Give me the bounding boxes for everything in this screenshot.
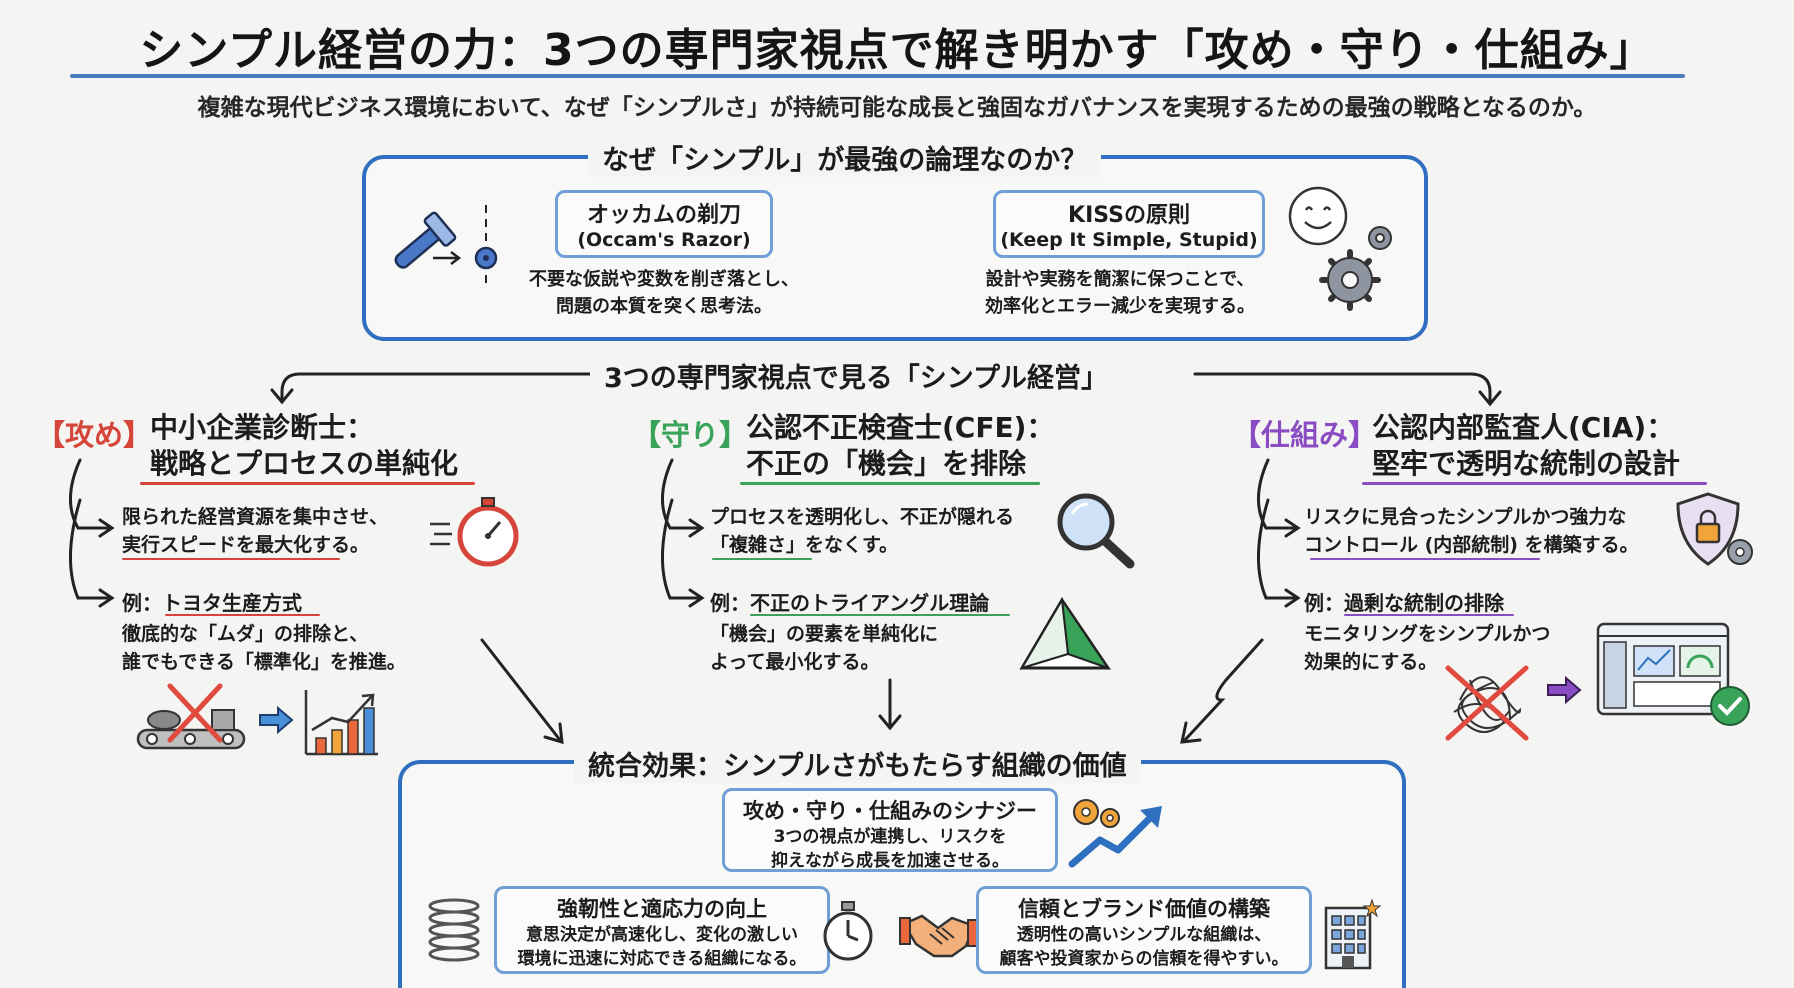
system-example-line2: 効果的にする。 — [1304, 651, 1438, 673]
attack-point: 限られた経営資源を集中させ、 実行スピードを最大化する。 — [122, 503, 388, 559]
occam-title: オッカムの剃刀 — [586, 203, 741, 228]
tangle-icon — [1445, 665, 1529, 741]
kiss-desc: 設計や実務を簡潔に保つことで、 効率化とエラー減少を実現する。 — [950, 266, 1290, 320]
building-icon — [1324, 898, 1382, 970]
attack-point-underline — [122, 558, 340, 560]
synergy-line2: 抑えながら成長を加速させる。 — [771, 851, 1009, 871]
attack-example-line1: 徹底的な「ムダ」の排除と、 — [122, 623, 369, 645]
defense-title-line2: 不正の「機会」を排除 — [746, 447, 1027, 480]
system-point: リスクに見合ったシンプルかつ強力な コントロール (内部統制) を構築する。 — [1304, 503, 1639, 559]
defense-point: プロセスを透明化し、不正が隠れる 「複雑さ」をなくす。 — [710, 503, 1014, 559]
why-simple-heading: なぜ「シンプル」が最強の論理なのか？ — [588, 138, 1102, 177]
arrow-right-icon — [259, 705, 294, 735]
attack-example-line2: 誰でもできる「標準化」を推進。 — [122, 651, 406, 673]
defense-title-line1: 公認不正検査士(CFE)： — [746, 411, 1055, 444]
page-title: シンプル経営の力：3つの専門家視点で解き明かす「攻め・守り・仕組み」 — [139, 25, 1655, 76]
occam-desc-line2: 問題の本質を突く思考法。 — [556, 296, 772, 317]
arrow-right-icon — [1547, 675, 1582, 705]
smiley-icon — [1288, 186, 1348, 246]
system-tag: 【仕組み】 — [1232, 418, 1378, 452]
growth-chart-icon — [304, 690, 378, 756]
synergy-line1: 3つの視点が連携し、リスクを — [773, 827, 1007, 847]
resilience-line1: 意思決定が高速化し、変化の激しい — [526, 925, 798, 945]
page-subtitle: 複雑な現代ビジネス環境において、なぜ「シンプルさ」が持続可能な成長と強固なガバナ… — [197, 95, 1597, 121]
shield-lock-icon — [1676, 492, 1753, 566]
attack-example-label: 例：トヨタ生産方式 — [122, 591, 302, 615]
stopwatch-icon — [823, 901, 873, 961]
trust-line2: 顧客や投資家からの信頼を得やすい。 — [999, 949, 1289, 969]
kiss-subtitle: (Keep It Simple, Stupid) — [1000, 229, 1258, 251]
system-title-line2: 堅牢で透明な統制の設計 — [1372, 447, 1681, 480]
razor-icon — [394, 205, 498, 288]
occam-desc-line1: 不要な仮説や変数を削ぎ落とし、 — [529, 269, 799, 290]
integration-heading: 統合効果：シンプルさがもたらす組織の価値 — [574, 744, 1141, 783]
attack-point-line2: 実行スピードを最大化する。 — [122, 534, 370, 556]
system-title-line1: 公認内部監査人(CIA)： — [1372, 411, 1675, 444]
resilience-line2: 環境に迅速に対応できる組織になる。 — [517, 949, 807, 969]
stopwatch-icon — [430, 497, 519, 567]
system-point-line2: コントロール (内部統制) を構築する。 — [1304, 534, 1639, 556]
system-example-line1: モニタリングをシンプルかつ — [1304, 623, 1551, 645]
synergy-card: 攻め・守り・仕組みのシナジー 3つの視点が連携し、リスクを 抑えながら成長を加速… — [722, 788, 1058, 872]
conveyor-icon — [136, 683, 246, 750]
attack-title: 中小企業診断士： 戦略とプロセスの単純化 — [150, 410, 458, 482]
attack-example-desc: 徹底的な「ムダ」の排除と、 誰でもできる「標準化」を推進。 — [122, 620, 406, 676]
attack-title-underline — [140, 482, 475, 485]
perspectives-heading: 3つの専門家視点で見る「シンプル経営」 — [590, 356, 1122, 395]
kiss-desc-line1: 設計や実務を簡潔に保つことで、 — [985, 269, 1255, 290]
system-point-line1: リスクに見合ったシンプルかつ強力な — [1304, 506, 1627, 528]
magnifier-icon — [1057, 493, 1135, 569]
triangle-icon — [1019, 596, 1111, 670]
system-point-underline — [1310, 558, 1540, 560]
occam-card: オッカムの剃刀 (Occam's Razor) — [555, 190, 773, 258]
synergy-title: 攻め・守り・仕組みのシナジー — [743, 799, 1037, 823]
system-example-label: 例：過剰な統制の排除 — [1304, 591, 1504, 615]
defense-title: 公認不正検査士(CFE)： 不正の「機会」を排除 — [746, 410, 1054, 482]
system-title: 公認内部監査人(CIA)： 堅牢で透明な統制の設計 — [1372, 410, 1680, 482]
system-title-underline — [1362, 482, 1707, 485]
occam-desc: 不要な仮説や変数を削ぎ落とし、 問題の本質を突く思考法。 — [495, 266, 833, 320]
trust-line1: 透明性の高いシンプルな組織は、 — [1016, 925, 1272, 945]
defense-example-line1: 「機会」の要素を単純化に — [710, 623, 939, 645]
defense-point-underline — [712, 558, 812, 560]
defense-point-line1: プロセスを透明化し、不正が隠れる — [710, 506, 1015, 528]
defense-example-desc: 「機会」の要素を単純化に よって最小化する。 — [710, 620, 938, 676]
gear-growth-icon — [1068, 799, 1162, 868]
attack-point-line1: 限られた経営資源を集中させ、 — [122, 506, 389, 528]
title-underline — [70, 74, 1685, 78]
kiss-desc-line2: 効率化とエラー減少を実現する。 — [985, 296, 1255, 317]
occam-subtitle: (Occam's Razor) — [577, 229, 751, 251]
attack-title-line1: 中小企業診断士： — [150, 411, 375, 444]
check-icon — [1710, 686, 1750, 726]
resilience-title: 強靭性と適応力の向上 — [557, 897, 767, 921]
defense-example-underline — [750, 614, 1010, 616]
defense-tag: 【守り】 — [632, 418, 749, 452]
defense-title-underline — [740, 482, 1040, 485]
defense-example-label: 例：不正のトライアングル理論 — [710, 591, 990, 615]
dashboard-icon — [1596, 622, 1730, 716]
attack-tag: 【攻め】 — [36, 418, 153, 452]
kiss-card: KISSの原則 (Keep It Simple, Stupid) — [993, 190, 1265, 258]
trust-card: 信頼とブランド価値の構築 透明性の高いシンプルな組織は、 顧客や投資家からの信頼… — [976, 886, 1312, 974]
handshake-icon — [899, 914, 979, 958]
system-example-underline — [1344, 614, 1514, 616]
gear-icon — [1319, 226, 1392, 311]
system-example-desc: モニタリングをシンプルかつ 効果的にする。 — [1304, 620, 1550, 676]
kiss-title: KISSの原則 — [1068, 203, 1190, 228]
resilience-card: 強靭性と適応力の向上 意思決定が高速化し、変化の激しい 環境に迅速に対応できる組… — [494, 886, 830, 974]
spring-icon — [428, 898, 480, 962]
defense-example-line2: よって最小化する。 — [710, 651, 880, 673]
attack-example-underline — [165, 614, 320, 616]
trust-title: 信頼とブランド価値の構築 — [1018, 897, 1270, 921]
attack-title-line2: 戦略とプロセスの単純化 — [150, 447, 459, 480]
defense-point-line2: 「複雑さ」をなくす。 — [710, 534, 899, 556]
